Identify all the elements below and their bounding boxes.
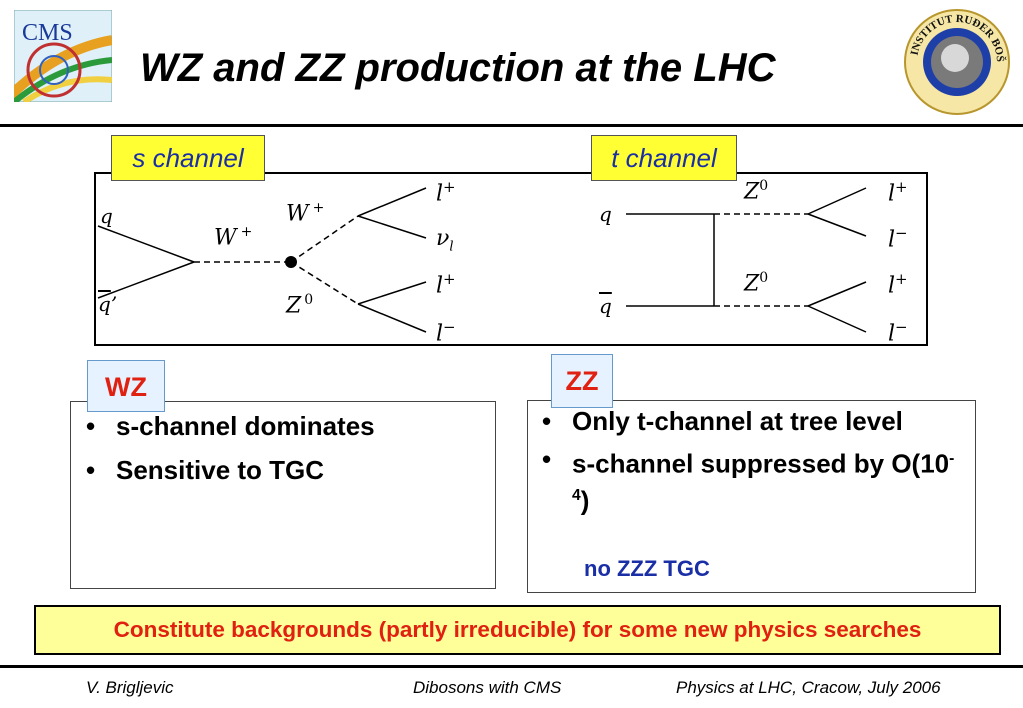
wz-bullet-list: •s-channel dominates •Sensitive to TGC [72,410,492,498]
t-antiquark-label: q [599,294,612,318]
footer-divider [0,665,1023,668]
t-channel-diagram [626,187,867,333]
list-item: •Sensitive to TGC [86,455,325,485]
s-w-propagator-label: W+ [214,224,253,251]
irb-institute-logo: INSTITUT RUĐER BOŠKOVIĆ [899,0,1011,116]
footer-author: V. Brigljevic [86,678,174,697]
t-z-upper-label: Z0 [744,178,769,205]
t-lepton-4-label: l− [888,318,908,347]
list-item: •Only t-channel at tree level [542,406,903,436]
s-channel-tag: s channel [111,135,265,181]
t-quark-label: q [599,202,612,226]
wz-tag: WZ [87,360,165,412]
bullet-marker: • [542,406,552,436]
s-lepton-plus-label: l+ [436,178,456,207]
t-lepton-1-label: l+ [888,178,908,207]
zz-note: no ZZZ TGC [584,556,710,581]
bullet-marker: • [542,444,552,474]
s-w-boson-label: W+ [286,200,325,227]
s-neutrino-label: νl [436,226,454,255]
page-title: WZ and ZZ production at the LHC [140,46,776,90]
t-channel-tag: t channel [591,135,737,181]
wz-panel [70,401,496,589]
s-lepton-minus-label: l− [436,318,456,347]
t-lepton-3-label: l+ [888,270,908,299]
t-z-lower-label: Z0 [744,270,769,297]
bullet-marker: • [86,455,96,485]
list-item: •s-channel dominates [86,411,375,441]
header-divider [0,124,1023,127]
s-channel-diagram [97,187,427,333]
t-lepton-2-label: l− [888,224,908,253]
conclusion-banner: Constitute backgrounds (partly irreducib… [34,605,1001,655]
zz-bullet-list: •Only t-channel at tree level •s-channel… [528,405,968,522]
s-quark-label: q [100,204,113,228]
zz-panel [527,400,976,593]
list-item: •s-channel suppressed by O(10-4) [542,444,955,516]
bullet-marker: • [86,411,96,441]
footer-topic: Dibosons with CMS [413,678,562,697]
cms-logo: CMS [0,9,113,106]
s-lepton-plus-2-label: l+ [436,270,456,299]
s-antiquark-label: q’ [98,292,118,316]
cms-logo-text: CMS [22,20,73,46]
zz-tag: ZZ [551,354,613,408]
footer-event: Physics at LHC, Cracow, July 2006 [676,678,941,697]
